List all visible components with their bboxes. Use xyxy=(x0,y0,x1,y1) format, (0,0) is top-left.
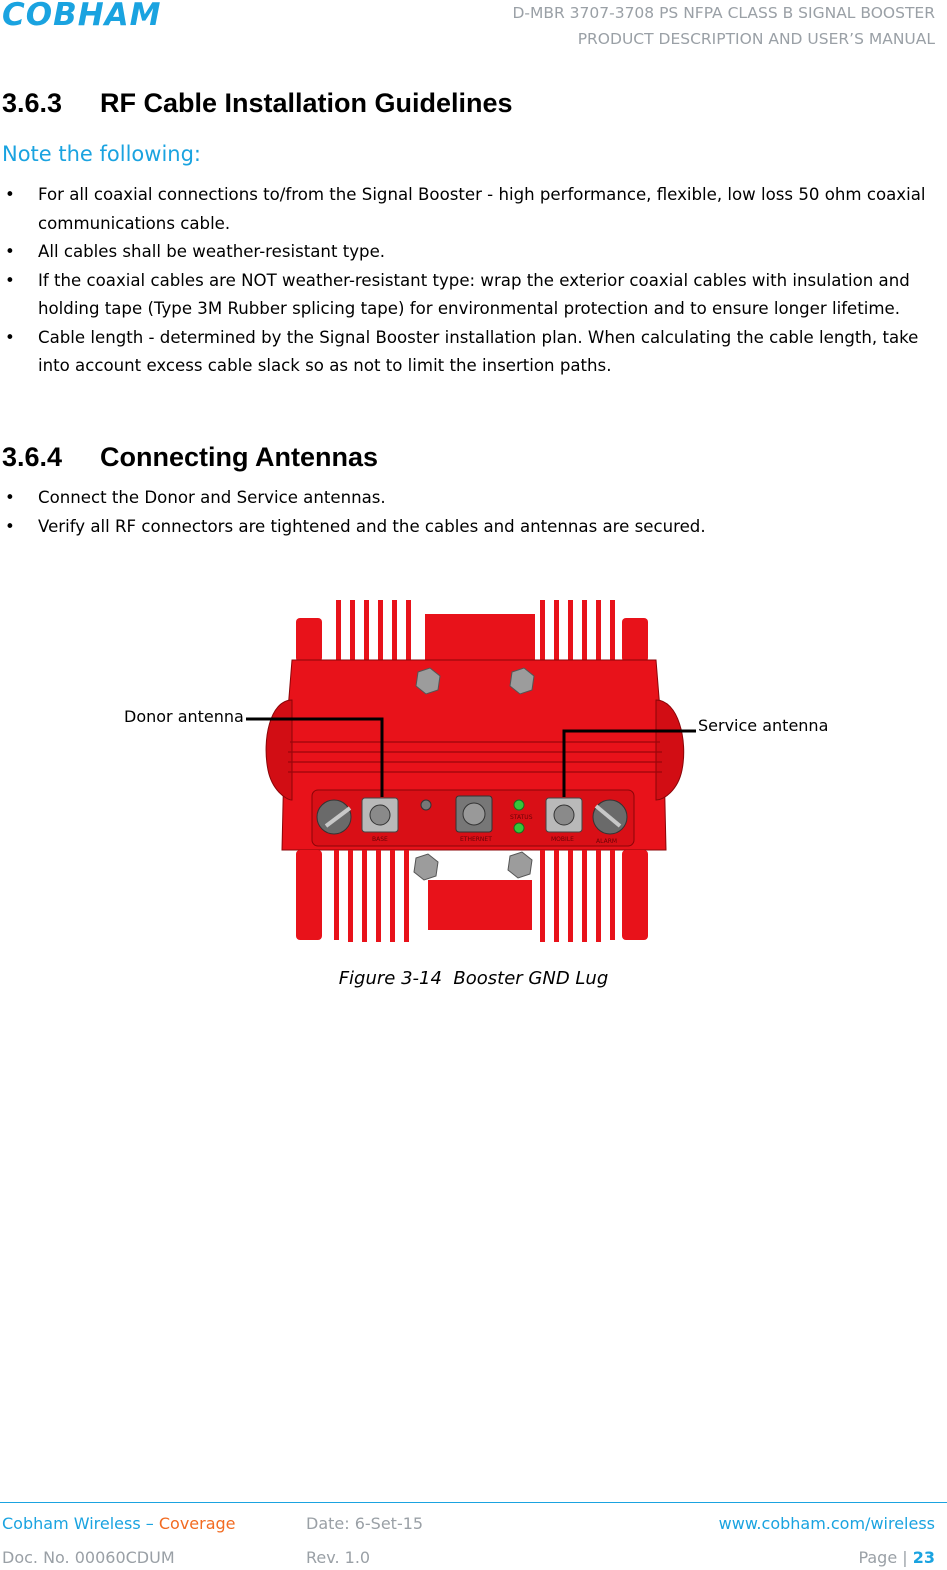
svg-text:COBHAM: COBHAM xyxy=(2,0,162,30)
company-division: Coverage xyxy=(158,1514,236,1533)
header-line-1: D-MBR 3707-3708 PS NFPA CLASS B SIGNAL B… xyxy=(512,4,935,22)
footer-revision: Rev. 1.0 xyxy=(306,1548,371,1567)
section-heading-3-6-4: 3.6.4 Connecting Antennas xyxy=(2,442,378,473)
footer-page: Page | 23 xyxy=(858,1548,935,1567)
page-number: 23 xyxy=(912,1548,935,1567)
booster-illustration: BASE ETHERNET STATUS MOBILE ALARM xyxy=(265,600,685,942)
footer-date: Date: 6-Set-15 xyxy=(306,1514,424,1533)
list-item: If the coaxial cables are NOT weather-re… xyxy=(0,267,938,324)
caption-text: Booster GND Lug xyxy=(453,968,609,989)
list-item: All cables shall be weather-resistant ty… xyxy=(0,238,938,267)
list-item: For all coaxial connections to/from the … xyxy=(0,181,938,238)
company-name: Cobham Wireless – xyxy=(2,1514,159,1533)
donor-callout-line xyxy=(246,717,384,797)
footer-url[interactable]: www.cobham.com/wireless xyxy=(718,1514,935,1533)
section-title: RF Cable Installation Guidelines xyxy=(100,88,513,118)
section-title: Connecting Antennas xyxy=(100,442,379,472)
service-antenna-label: Service antenna xyxy=(698,716,828,735)
note-heading: Note the following: xyxy=(2,142,202,166)
list-item: Verify all RF connectors are tightened a… xyxy=(0,513,938,542)
section-number: 3.6.4 xyxy=(2,442,63,472)
footer-company: Cobham Wireless – Coverage xyxy=(2,1514,236,1533)
panel-label: MOBILE xyxy=(551,836,574,843)
cobham-logo: COBHAM xyxy=(2,0,162,30)
footer-doc-number: Doc. No. 00060CDUM xyxy=(2,1548,175,1567)
document-header: D-MBR 3707-3708 PS NFPA CLASS B SIGNAL B… xyxy=(512,0,935,52)
cable-guidelines-list: For all coaxial connections to/from the … xyxy=(0,181,938,381)
list-item: Cable length - determined by the Signal … xyxy=(0,324,938,381)
list-item: Connect the Donor and Service antennas. xyxy=(0,484,938,513)
panel-label: ETHERNET xyxy=(460,836,492,843)
section-number: 3.6.3 xyxy=(2,88,63,118)
donor-antenna-label: Donor antenna xyxy=(124,707,244,726)
booster-figure: BASE ETHERNET STATUS MOBILE ALARM Donor … xyxy=(124,600,828,942)
antenna-steps-list: Connect the Donor and Service antennas. … xyxy=(0,484,938,541)
panel-label: ALARM xyxy=(596,838,617,845)
page-label: Page | xyxy=(858,1548,913,1567)
panel-label: STATUS xyxy=(510,814,533,821)
figure-caption: Figure 3-14 Booster GND Lug xyxy=(0,968,947,989)
caption-number: Figure 3-14 xyxy=(338,968,442,989)
footer-rule xyxy=(0,1502,947,1503)
section-heading-3-6-3: 3.6.3 RF Cable Installation Guidelines xyxy=(2,88,513,119)
service-callout-line xyxy=(562,729,696,797)
panel-label: BASE xyxy=(372,836,388,843)
header-line-2: PRODUCT DESCRIPTION AND USER’S MANUAL xyxy=(577,30,935,48)
